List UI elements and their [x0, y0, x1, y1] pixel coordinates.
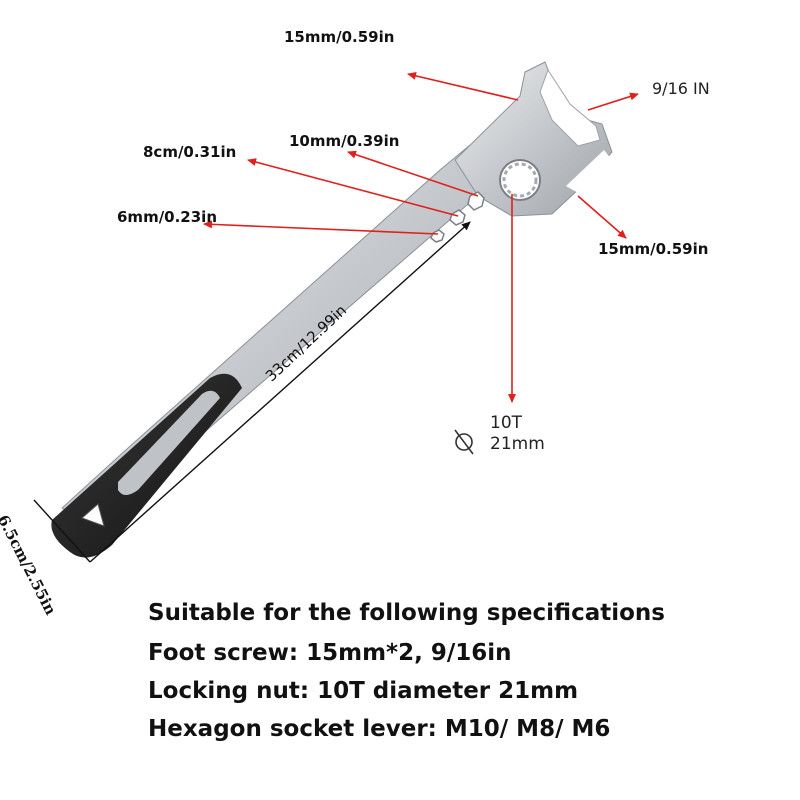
label-top-open: 15mm/0.59in	[284, 28, 395, 46]
label-right-open: 9/16 IN	[652, 79, 710, 98]
label-right-low: 15mm/0.59in	[598, 240, 709, 258]
label-hex-m6: 6mm/0.23in	[117, 208, 218, 226]
dimension-arrows	[203, 71, 639, 403]
specs-line-foot-screw: Foot screw: 15mm*2, 9/16in	[148, 640, 512, 666]
arrow-hex-m10	[347, 150, 479, 197]
arrow-hex-m8	[247, 158, 459, 217]
specs-line-locking-nut: Locking nut: 10T diameter 21mm	[148, 678, 579, 704]
wrench-body	[51, 61, 613, 558]
diameter-icon	[454, 429, 474, 455]
arrow-top-open	[407, 71, 519, 101]
arrow-right-low	[577, 195, 627, 239]
label-hex-m8: 8cm/0.31in	[143, 143, 237, 161]
label-hex-m10: 10mm/0.39in	[289, 132, 400, 150]
label-socket-teeth: 10T	[490, 413, 523, 433]
label-socket-diameter: 21mm	[490, 434, 545, 454]
length-dimension	[33, 221, 471, 563]
arrow-right-open	[587, 92, 639, 111]
arrow-hex-m6	[203, 220, 439, 235]
specs-title: Suitable for the following specification…	[148, 600, 665, 626]
specs-line-hex-socket: Hexagon socket lever: M10/ M8/ M6	[148, 716, 611, 742]
